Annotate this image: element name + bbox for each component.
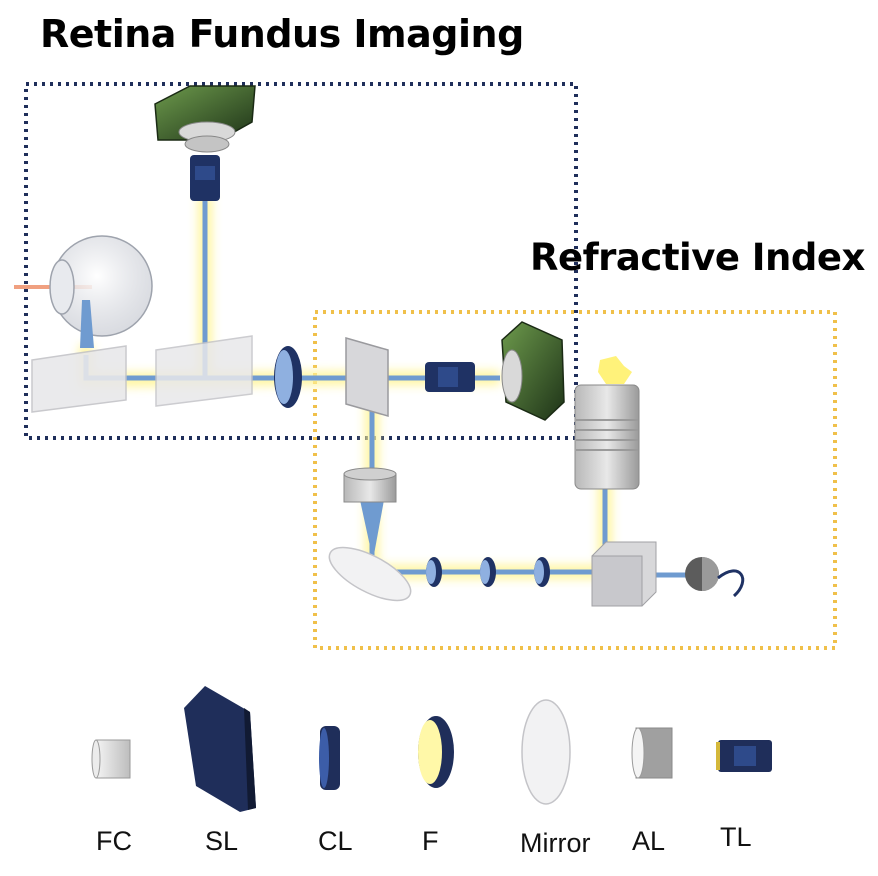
legend-label-mirror: Mirror: [520, 828, 591, 858]
fiber-coupler: [685, 557, 745, 598]
tube-lens-refractive: [425, 362, 475, 392]
retina-section-title: Retina Fundus Imaging: [40, 12, 524, 56]
light-source: [574, 356, 640, 490]
refractive-section-title: Refractive Index: [530, 236, 865, 279]
camera-refractive: [501, 321, 565, 421]
splitter-plate-2: [155, 335, 253, 407]
legend-label-f: F: [422, 826, 439, 856]
corner-mirror: [345, 337, 389, 417]
tube-lens-retina: [190, 155, 220, 201]
legend-icon-tl: [716, 740, 772, 772]
retina-section-box: [24, 82, 578, 440]
beam-combiner-cube: [591, 541, 657, 607]
legend-icon-al: [631, 727, 673, 779]
filter-row: [426, 557, 550, 587]
legend-icon-f: [418, 716, 454, 788]
filter-element: [274, 346, 302, 408]
grey-lens-cylinder: [343, 467, 397, 503]
focus-beam-eye: [80, 300, 94, 348]
camera-retina: [154, 85, 256, 153]
legend-label-sl: SL: [205, 826, 239, 856]
refractive-section-box: [313, 310, 837, 650]
legend-label-fc: FC: [96, 826, 132, 856]
legend-icon-mirror: [521, 699, 571, 805]
legend-label-tl: TL: [720, 822, 752, 852]
legend-label-al: AL: [632, 826, 666, 856]
eye-icon: [49, 235, 153, 337]
splitter-plate-1: [31, 345, 127, 413]
lower-mirror: [328, 546, 412, 602]
legend-icon-cl: [319, 726, 340, 790]
legend-icon-sl: [184, 686, 256, 812]
legend-icon-fc: [91, 739, 131, 779]
legend-label-cl: CL: [318, 826, 353, 856]
focus-beam-cl: [360, 500, 384, 560]
